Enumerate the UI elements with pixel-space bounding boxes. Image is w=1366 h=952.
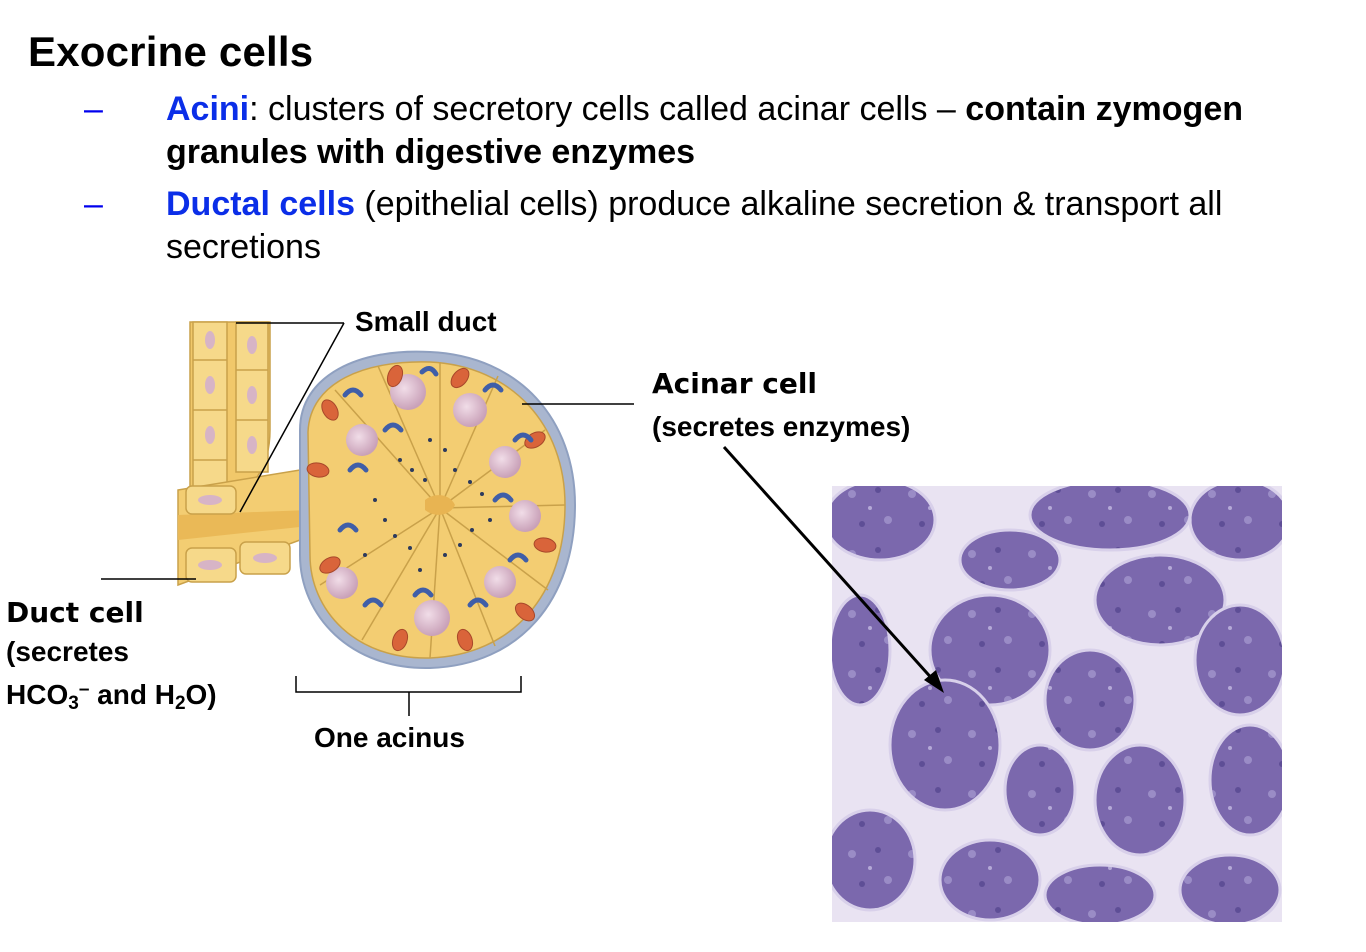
leader-lines	[101, 322, 634, 716]
pointer-arrow	[722, 445, 944, 693]
acinus-drawing	[299, 350, 577, 670]
term-acini: Acini	[166, 90, 250, 128]
label-acinar-cell-note: (secretes enzymes)	[652, 411, 911, 442]
acini-description: : clusters of secretory cells called aci…	[249, 90, 966, 128]
bullet-text: Acini: clusters of secretory cells calle…	[166, 88, 1266, 174]
small-duct-drawing	[189, 321, 271, 513]
bullet-text: Ductal cells (epithelial cells) produce …	[166, 183, 1266, 269]
label-duct-cell-formula: HCO3– and H2O)	[6, 679, 217, 714]
bullet-dash: –	[84, 90, 103, 128]
label-duct-cell-note: (secretes	[6, 636, 129, 667]
label-acinar-cell: Acinar cell	[652, 367, 818, 400]
bullet-dash: –	[84, 185, 103, 223]
ductal-description: (epithelial cells) produce alkaline secr…	[166, 185, 1223, 266]
term-ductal-cells: Ductal cells	[166, 185, 355, 223]
histology-micrograph	[832, 486, 1282, 922]
slide-title: Exocrine cells	[28, 28, 314, 75]
label-one-acinus: One acinus	[314, 722, 465, 753]
label-small-duct: Small duct	[355, 306, 497, 337]
acini-emphasis: contain zymogen granules with digestive …	[166, 90, 1243, 171]
label-duct-cell: Duct cell	[6, 596, 144, 629]
